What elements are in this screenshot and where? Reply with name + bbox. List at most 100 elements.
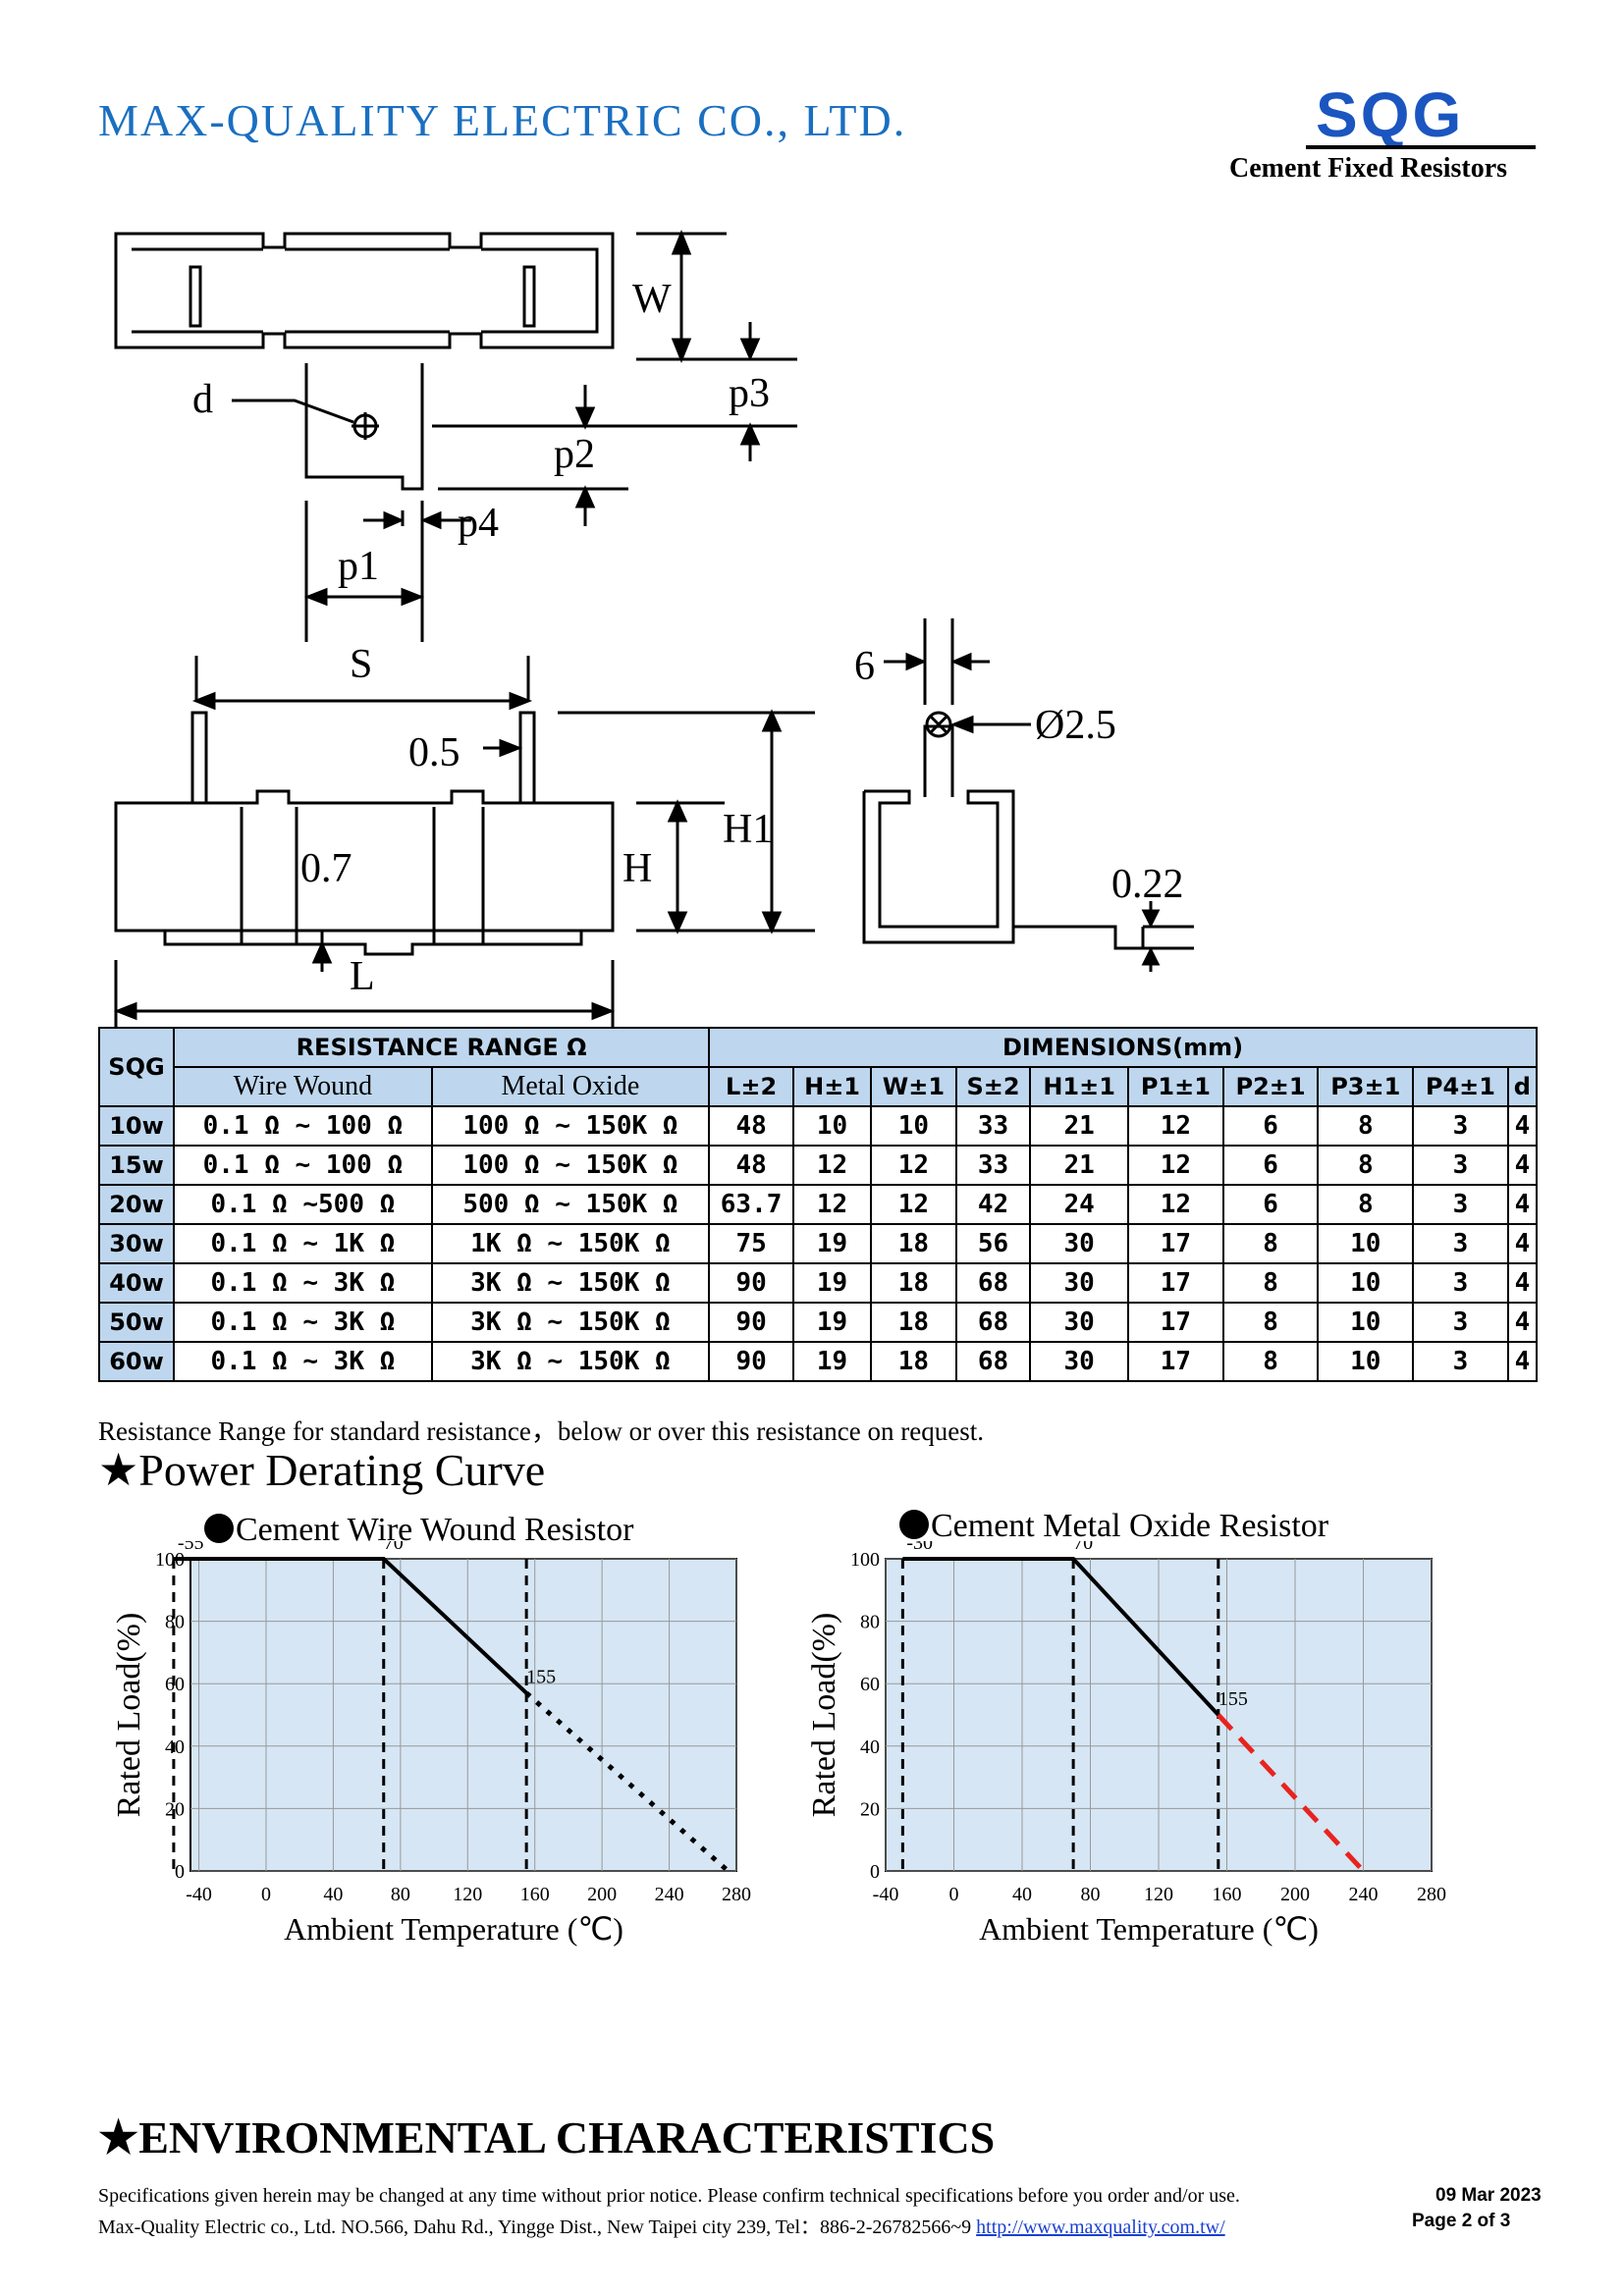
cell-dimension: 6 xyxy=(1221,1184,1320,1225)
cell-dimension: 19 xyxy=(792,1302,872,1343)
cell-dimension: 3 xyxy=(1412,1341,1509,1382)
cell-dimension: 3 xyxy=(1412,1302,1509,1343)
x-axis-label: Ambient Temperature (℃) xyxy=(284,1911,623,1947)
cell-dimension: 6 xyxy=(1221,1145,1320,1186)
cell-dimension: 75 xyxy=(708,1223,795,1264)
x-tick-label: 0 xyxy=(949,1884,959,1905)
spec-table: SQG RESISTANCE RANGE Ω DIMENSIONS(mm) Wi… xyxy=(98,1027,1539,1382)
x-tick-label: 160 xyxy=(520,1884,550,1905)
label-0-22: 0.22 xyxy=(1111,862,1184,907)
header-dim: L±2 xyxy=(708,1066,795,1107)
label-l: L xyxy=(350,954,375,999)
cell-dimension: 17 xyxy=(1127,1223,1224,1264)
cell-dimension: 4 xyxy=(1506,1262,1539,1304)
cell-dimension: 10 xyxy=(870,1105,957,1147)
header-dim: P4±1 xyxy=(1412,1066,1509,1107)
cell-dimension: 68 xyxy=(954,1341,1032,1382)
cell-dimension: 30 xyxy=(1029,1302,1130,1343)
y-tick-label: 0 xyxy=(175,1861,185,1883)
y-tick-label: 80 xyxy=(165,1612,185,1633)
cell-dimension: 12 xyxy=(1127,1184,1224,1225)
cell-dimension: 56 xyxy=(954,1223,1032,1264)
cell-wire: 0.1 Ω ~ 3K Ω xyxy=(173,1341,433,1382)
y-tick-label: 40 xyxy=(860,1736,880,1758)
point-annotation: -30 xyxy=(906,1541,933,1554)
cell-dimension: 10 xyxy=(1317,1302,1415,1343)
cell-dimension: 12 xyxy=(1127,1145,1224,1186)
label-diameter: Ø2.5 xyxy=(1035,703,1116,748)
product-subtitle: Cement Fixed Resistors xyxy=(1229,153,1508,184)
dimension-drawing: W d p3 p2 p4 p1 S 0.5 0.7 H H1 L 6 Ø2.5 … xyxy=(113,229,1194,1027)
cell-dimension: 33 xyxy=(954,1145,1032,1186)
cell-wire: 0.1 Ω ~ 3K Ω xyxy=(173,1302,433,1343)
cell-dimension: 10 xyxy=(792,1105,872,1147)
point-annotation: -55 xyxy=(178,1541,204,1554)
cell-oxide: 3K Ω ~ 150K Ω xyxy=(430,1262,711,1304)
cell-dimension: 63.7 xyxy=(708,1184,795,1225)
point-annotation: 70 xyxy=(384,1541,404,1554)
y-tick-label: 20 xyxy=(860,1798,880,1820)
label-6: 6 xyxy=(854,644,875,689)
cell-dimension: 4 xyxy=(1506,1145,1539,1186)
cell-dimension: 12 xyxy=(792,1184,872,1225)
point-annotation: 155 xyxy=(526,1667,556,1688)
cell-dimension: 8 xyxy=(1221,1262,1320,1304)
cell-dimension: 19 xyxy=(792,1341,872,1382)
resistance-note: Resistance Range for standard resistance… xyxy=(98,1416,984,1446)
chart-2-title: Cement Metal Oxide Resistor xyxy=(899,1508,1328,1545)
footer-page-number: Page 2 of 3 xyxy=(1412,2211,1511,2231)
cell-oxide: 3K Ω ~ 150K Ω xyxy=(430,1302,711,1343)
label-0-7: 0.7 xyxy=(300,846,352,891)
x-tick-label: 280 xyxy=(1417,1884,1446,1905)
x-tick-label: 120 xyxy=(1144,1884,1173,1905)
cell-dimension: 4 xyxy=(1506,1184,1539,1225)
cell-wire: 0.1 Ω ~ 100 Ω xyxy=(173,1145,433,1186)
header-resistance-range: RESISTANCE RANGE Ω xyxy=(172,1027,711,1068)
company-name: MAX-QUALITY ELECTRIC CO., LTD. xyxy=(98,95,907,145)
cell-model: 40w xyxy=(98,1262,175,1304)
cell-dimension: 3 xyxy=(1412,1105,1509,1147)
cell-dimension: 17 xyxy=(1127,1262,1224,1304)
website-link[interactable]: http://www.maxquality.com.tw/ xyxy=(976,2216,1225,2238)
cell-wire: 0.1 Ω ~ 1K Ω xyxy=(173,1223,433,1264)
label-p4: p4 xyxy=(458,501,499,546)
label-h: H xyxy=(623,846,652,891)
table-corner: SQG xyxy=(98,1027,175,1107)
cell-dimension: 42 xyxy=(954,1184,1032,1225)
derating-series xyxy=(173,1557,528,1695)
x-tick-label: 40 xyxy=(323,1884,343,1905)
y-tick-label: 80 xyxy=(860,1612,880,1633)
cell-dimension: 10 xyxy=(1317,1262,1415,1304)
x-tick-label: 0 xyxy=(261,1884,271,1905)
chart-wire-wound: -4004080120160200240280020406080100-5570… xyxy=(111,1541,751,1947)
cell-dimension: 18 xyxy=(870,1302,957,1343)
cell-dimension: 17 xyxy=(1127,1341,1224,1382)
cell-dimension: 18 xyxy=(870,1341,957,1382)
derating-series xyxy=(524,1690,731,1873)
y-tick-label: 60 xyxy=(860,1674,880,1695)
x-tick-label: 200 xyxy=(587,1884,617,1905)
cell-dimension: 6 xyxy=(1221,1105,1320,1147)
label-w: W xyxy=(632,277,672,322)
point-annotation: 70 xyxy=(1073,1541,1093,1554)
x-tick-label: 240 xyxy=(655,1884,684,1905)
cell-wire: 0.1 Ω ~ 100 Ω xyxy=(173,1105,433,1147)
header-dim: H1±1 xyxy=(1029,1066,1130,1107)
cell-dimension: 17 xyxy=(1127,1302,1224,1343)
header-metal-oxide: Metal Oxide xyxy=(430,1066,711,1107)
cell-model: 20w xyxy=(98,1184,175,1225)
header-dim: d xyxy=(1506,1066,1539,1107)
cell-dimension: 8 xyxy=(1317,1105,1415,1147)
bullet-icon xyxy=(899,1510,929,1539)
y-tick-label: 100 xyxy=(850,1549,880,1571)
header-dimensions: DIMENSIONS(mm) xyxy=(708,1027,1538,1068)
cell-model: 15w xyxy=(98,1145,175,1186)
cell-oxide: 3K Ω ~ 150K Ω xyxy=(430,1341,711,1382)
bullet-icon xyxy=(204,1514,234,1543)
x-tick-label: 80 xyxy=(391,1884,410,1905)
